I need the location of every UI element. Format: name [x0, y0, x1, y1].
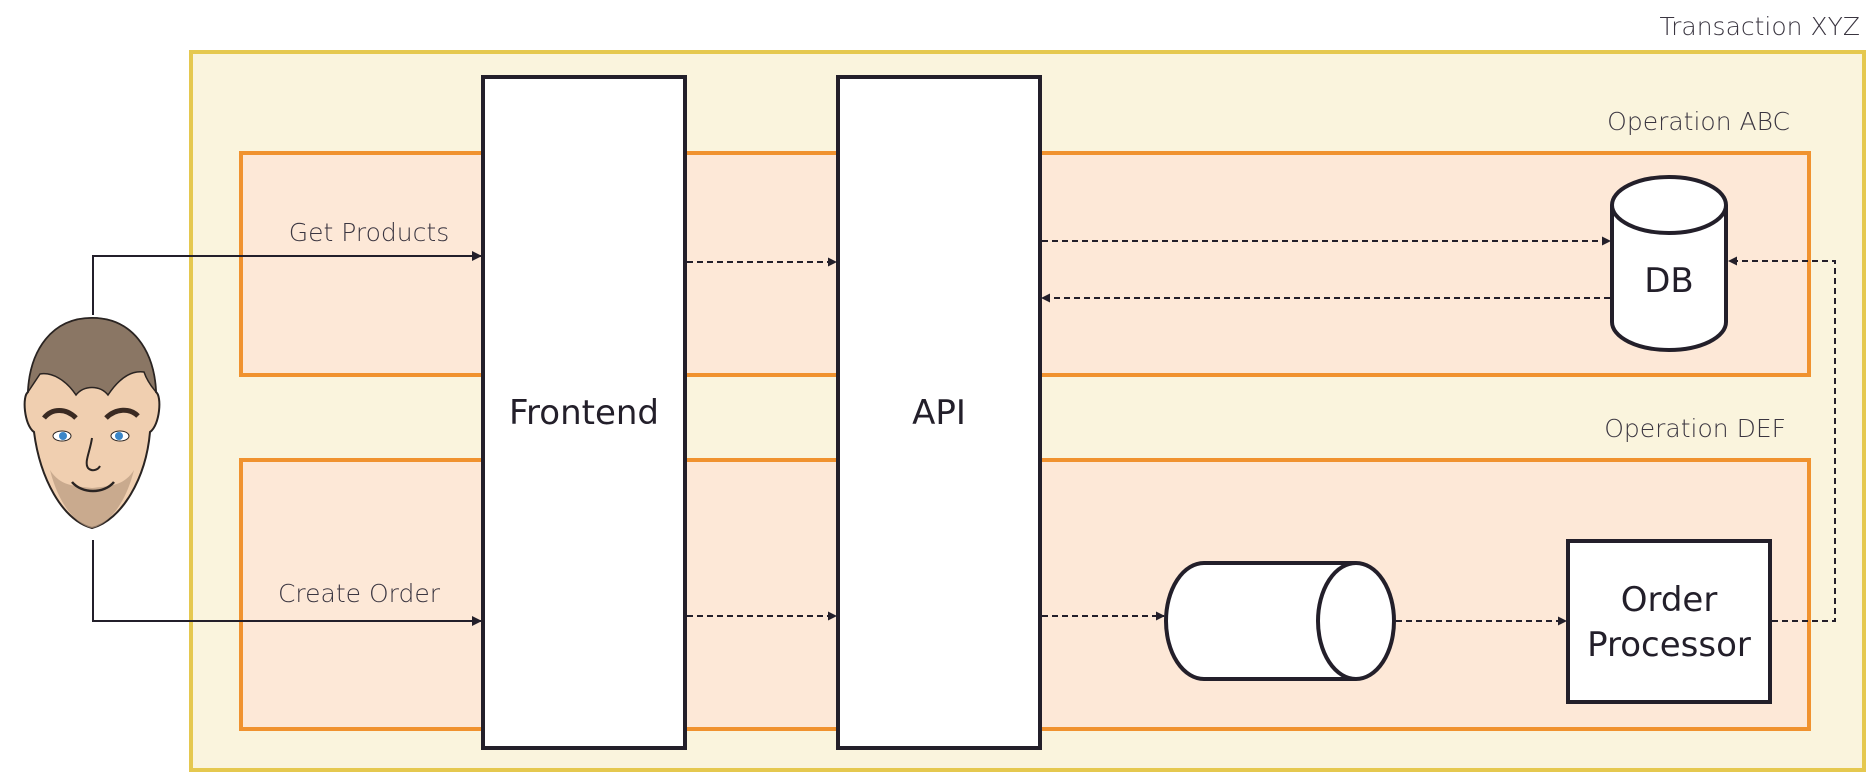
transaction-label: Transaction XYZ: [1660, 12, 1861, 41]
user-avatar-icon: [23, 316, 165, 533]
get-products-label: Get Products: [289, 218, 449, 247]
api-label: API: [912, 393, 966, 433]
db-component[interactable]: DB: [1610, 175, 1728, 352]
flow-create-order: [92, 540, 482, 626]
api-component[interactable]: API: [836, 75, 1042, 750]
frontend-component[interactable]: Frontend: [481, 75, 687, 750]
operation-abc-label: Operation ABC: [1607, 107, 1790, 136]
operation-def-label: Operation DEF: [1604, 414, 1786, 443]
order-processor-component[interactable]: Order Processor: [1566, 539, 1772, 704]
queue-component[interactable]: [1164, 561, 1396, 681]
create-order-label: Create Order: [278, 579, 441, 608]
flow-get-products: [92, 251, 482, 315]
order-processor-label-line2: Processor: [1587, 625, 1751, 665]
database-icon: [1610, 205, 1728, 352]
frontend-label: Frontend: [509, 393, 659, 433]
queue-icon: [1164, 561, 1356, 681]
order-processor-label-line1: Order: [1621, 580, 1718, 620]
flow-order-processor-to-db: [1728, 256, 1836, 622]
db-label: DB: [1644, 261, 1694, 301]
